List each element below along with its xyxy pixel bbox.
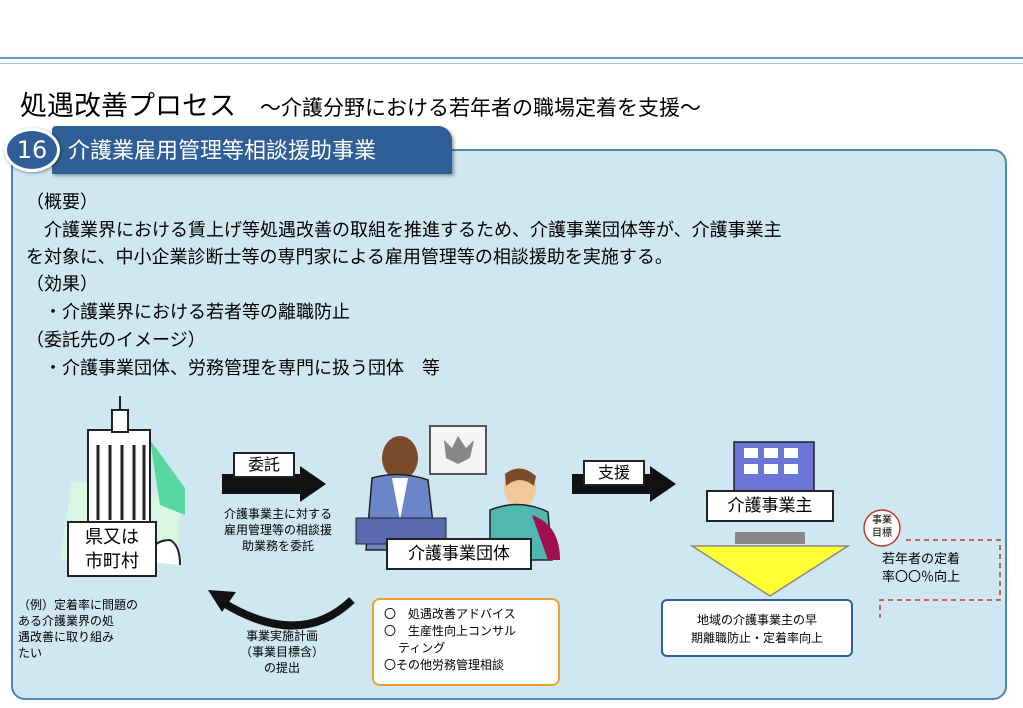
- support-arrow-label: 支援: [583, 460, 645, 486]
- overview-line-1: 介護業界における賃上げ等処遇改善の取組を推進するため、介護事業団体等が、介護事業…: [44, 220, 782, 241]
- prefecture-note-line: 遇改善に取り組み: [18, 630, 115, 644]
- entrust-note-line: 雇用管理等の相談援: [223, 523, 332, 537]
- effect-heading: （効果）: [26, 274, 98, 295]
- outcome-line: 地域の介護事業主の早: [696, 613, 817, 627]
- entrust-note: 介護事業主に対する 雇用管理等の相談援 助業務を委託: [203, 506, 353, 554]
- service-item: ティング: [398, 641, 446, 655]
- employer-building-icon: [733, 441, 815, 495]
- services-box: 〇 処遇改善アドバイス 〇 生産性向上コンサル ティング 〇その他労務管理相談: [372, 598, 560, 686]
- prefecture-note: （例）定着率に問題の ある介護業界の処 遇改善に取り組み たい: [18, 597, 138, 661]
- return-note-line: の提出: [263, 661, 300, 675]
- entrust-note-line: 介護事業主に対する: [223, 507, 332, 521]
- entrust-note-line: 助業務を委託: [241, 539, 314, 553]
- title-main: 処遇改善プロセス: [20, 91, 236, 122]
- target-badge-line: 事業: [872, 515, 892, 526]
- service-item: 〇その他労務管理相談: [384, 658, 505, 672]
- service-item: 〇 処遇改善アドバイス: [384, 607, 516, 621]
- return-arrow-icon: [208, 590, 355, 630]
- header-line: [0, 57, 1023, 59]
- section-tab: [52, 126, 452, 174]
- prefecture-label-line-1: 県又は: [85, 527, 139, 548]
- prefecture-note-line: ある介護業界の処: [18, 614, 115, 628]
- target-badge: 事業 目標: [866, 514, 898, 540]
- page-title: 処遇改善プロセス ～介護分野における若年者の職場定着を支援～: [20, 84, 701, 123]
- return-note-line: （事業目標含）: [239, 645, 324, 659]
- return-note-line: 事業実施計画: [245, 629, 318, 643]
- entrust-heading: （委託先のイメージ）: [26, 330, 206, 351]
- target-text-line: 率〇〇％向上: [882, 570, 961, 585]
- outcome-line: 期離職防止・定着率向上: [690, 631, 823, 645]
- prefecture-label-box: 県又は 市町村: [67, 521, 157, 577]
- overview-heading: （概要）: [26, 192, 98, 213]
- org-label-box: 介護事業団体: [386, 538, 532, 570]
- target-text-line: 若年者の定着: [882, 552, 961, 567]
- entrust-arrow-label: 委託: [233, 452, 295, 478]
- return-note: 事業実施計画 （事業目標含） の提出: [222, 628, 342, 676]
- employer-label-box: 介護事業主: [706, 490, 834, 522]
- prefecture-note-line: たい: [18, 646, 43, 660]
- prefecture-note-line: （例）定着率に問題の: [18, 598, 139, 612]
- section-title: 介護業雇用管理等相談援助事業: [68, 139, 377, 164]
- outcome-arrow-icon: [689, 532, 851, 597]
- target-box: [863, 509, 1001, 618]
- target-text: 若年者の定着 率〇〇％向上: [882, 551, 960, 587]
- prefecture-label-line-2: 市町村: [85, 551, 139, 572]
- entrust-arrow-icon: [222, 466, 326, 502]
- target-badge-line: 目標: [872, 528, 892, 539]
- service-item: 〇 生産性向上コンサル: [384, 624, 517, 638]
- effect-item: ・介護業界における若者等の離職防止: [44, 302, 350, 323]
- section-number-badge: 16: [4, 128, 60, 172]
- title-subtitle: ～介護分野における若年者の職場定着を支援～: [260, 96, 701, 120]
- outcome-box: 地域の介護事業主の早 期離職防止・定着率向上: [661, 599, 853, 657]
- header-line-thin: [0, 63, 1023, 64]
- entrust-item: ・介護事業団体、労務管理を専門に扱う団体 等: [44, 358, 440, 379]
- overview-line-2: を対象に、中小企業診断士等の専門家による雇用管理等の相談援助を実施する。: [26, 247, 673, 268]
